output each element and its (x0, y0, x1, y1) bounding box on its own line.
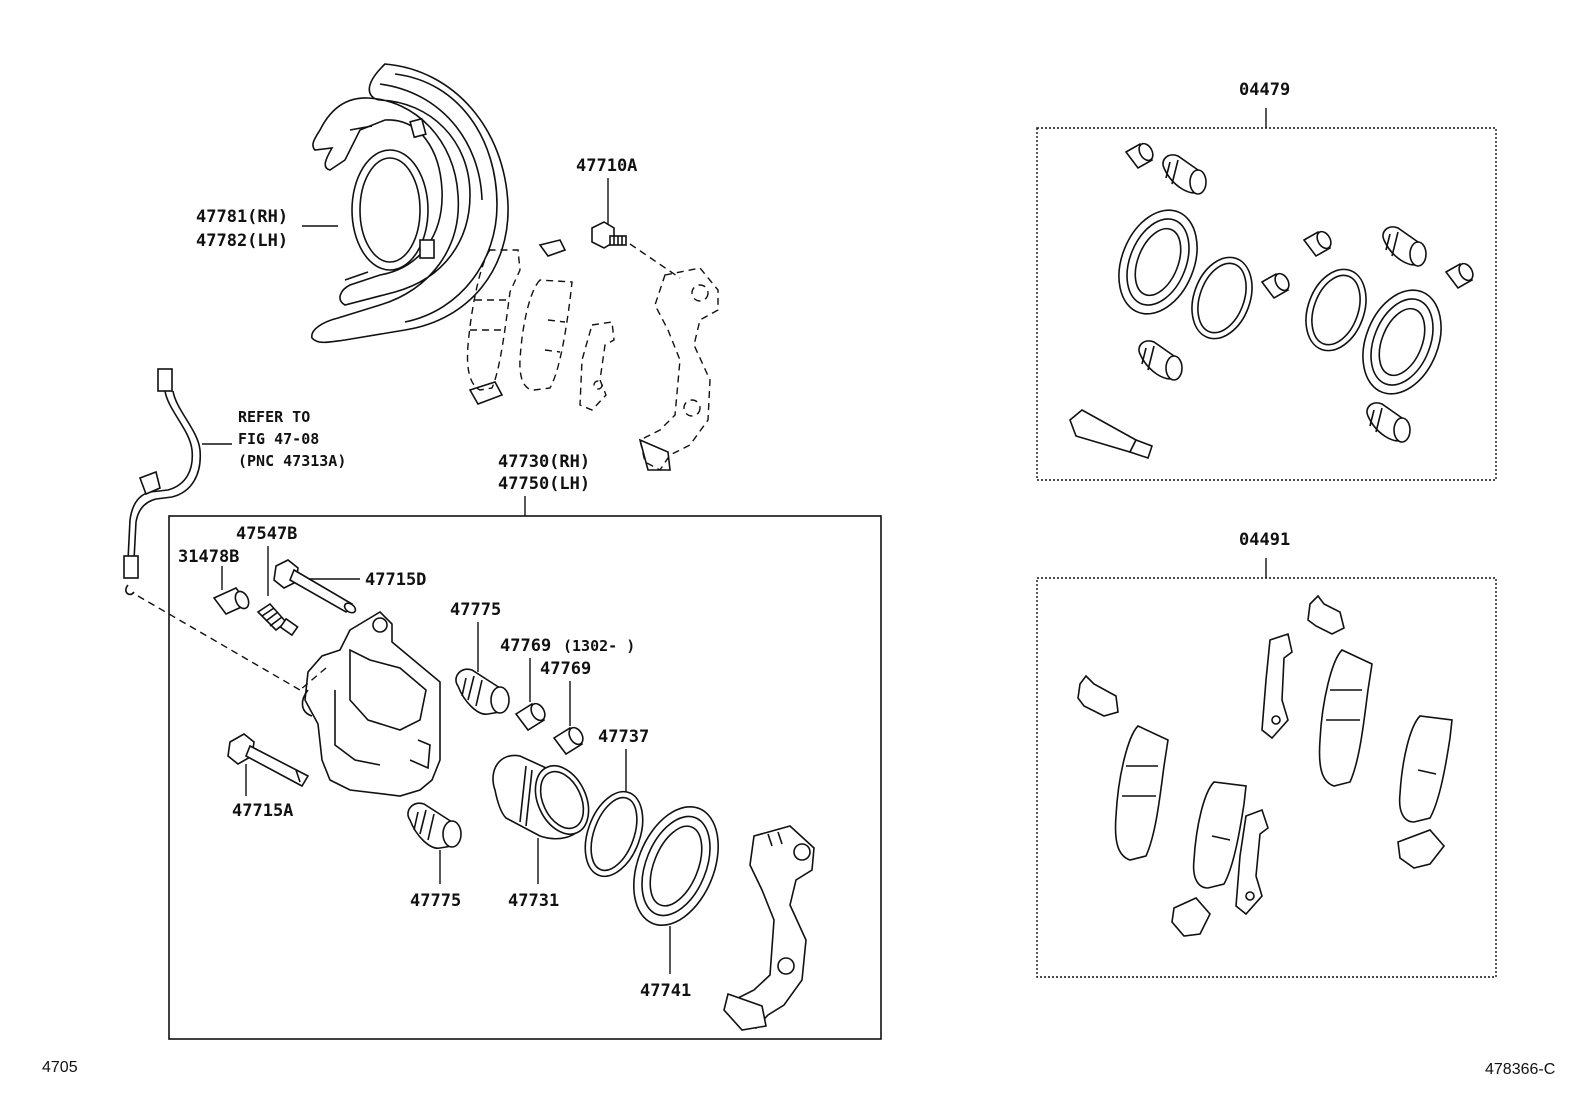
label-pin-d: 47715D (365, 570, 426, 590)
label-bushing-1-note: (1302- ) (563, 637, 635, 655)
label-boot-lower: 47775 (410, 891, 461, 911)
refer-note-line1: REFER TO (238, 408, 310, 426)
label-dust-cover-rh: 47781(RH) (196, 207, 288, 227)
label-caliper-lh: 47750(LH) (498, 474, 590, 494)
bleeder-plug-part (256, 602, 299, 637)
label-dust-cover-lh: 47782(LH) (196, 231, 288, 251)
label-kit-pad: 04491 (1239, 530, 1290, 550)
label-bushing-2: 47769 (540, 659, 591, 679)
upper-pads-group (466, 239, 615, 411)
label-bleeder-plug: 47547B (236, 524, 297, 544)
label-kit-seal: 04479 (1239, 80, 1290, 100)
refer-note-line2: FIG 47-08 (238, 430, 319, 448)
brake-flex-hose (123, 368, 202, 596)
bleeder-cap-part (212, 587, 250, 615)
caliper-body (301, 610, 441, 797)
label-ring-set: 47737 (598, 727, 649, 747)
label-bolt-top: 47710A (576, 156, 637, 176)
mounting-bracket-lower (723, 825, 815, 1031)
footer-page-ref: 4705 (42, 1059, 78, 1076)
footer-illustration-number: 478366-C (1485, 1061, 1555, 1078)
disc-dust-cover (311, 63, 509, 344)
caliper-bolt-top (591, 221, 627, 249)
caliper-piston (492, 754, 590, 840)
bushing-2-part (552, 726, 584, 756)
cylinder-boot (633, 805, 719, 927)
pad-kit-parts (1077, 594, 1453, 937)
label-bushing-1: 47769 (500, 636, 551, 656)
mounting-bracket-upper (638, 267, 719, 471)
bushing-1-part (514, 702, 546, 732)
guide-pin-d (273, 559, 357, 614)
refer-note-line3: (PNC 47313A) (238, 452, 346, 470)
label-piston: 47731 (508, 891, 559, 911)
label-bleeder-cap: 31478B (178, 547, 239, 567)
label-cylinder-boot: 47741 (640, 981, 691, 1001)
guide-pin-boot-upper (455, 668, 510, 715)
guide-pin-boot-lower (407, 802, 462, 849)
label-caliper-rh: 47730(RH) (498, 452, 590, 472)
label-pin-a: 47715A (232, 801, 293, 821)
piston-seal-ring (584, 790, 644, 878)
label-boot-upper: 47775 (450, 600, 501, 620)
seal-kit-parts (1069, 142, 1474, 460)
guide-pin-a (227, 733, 310, 788)
